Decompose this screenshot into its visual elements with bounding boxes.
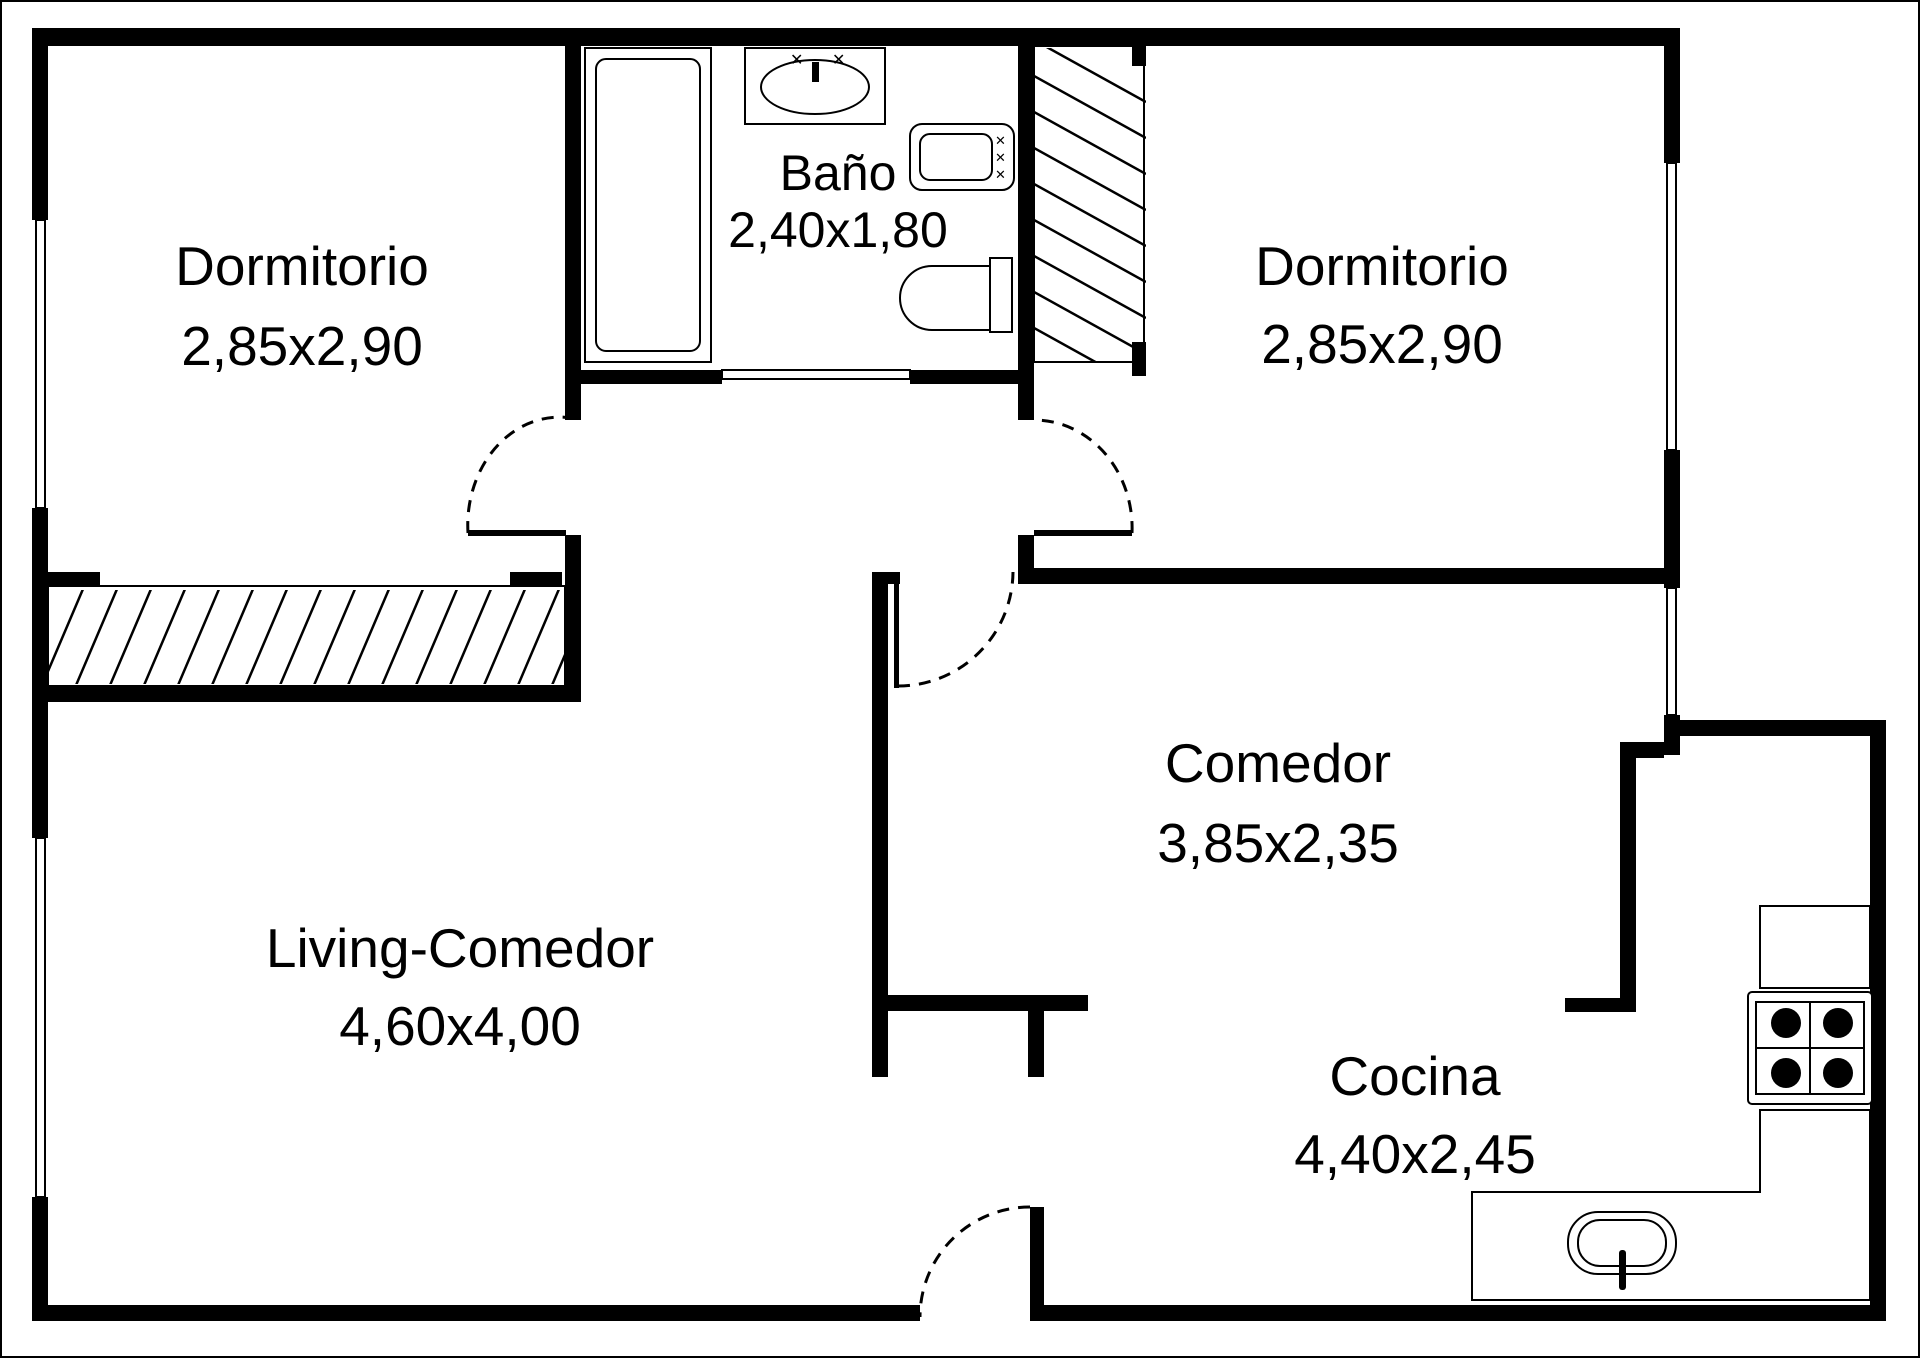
- svg-text:✕: ✕: [995, 168, 1006, 183]
- bathtub: [584, 47, 712, 363]
- room-name-dormitorio-left: Dormitorio: [175, 235, 429, 297]
- kitchen-sink: [1567, 1211, 1677, 1290]
- svg-text:✕: ✕: [995, 134, 1006, 149]
- svg-text:✕: ✕: [995, 151, 1006, 166]
- room-dims-cocina: 4,40x2,45: [1294, 1123, 1536, 1185]
- room-dims-comedor: 3,85x2,35: [1157, 812, 1399, 874]
- room-name-dormitorio-right: Dormitorio: [1255, 235, 1509, 297]
- room-dims-living-comedor: 4,60x4,00: [339, 995, 581, 1057]
- room-name-bano: Baño: [780, 145, 897, 201]
- svg-text:✕: ✕: [790, 50, 803, 69]
- room-dims-dormitorio-right: 2,85x2,90: [1261, 313, 1503, 375]
- windows: [35, 162, 1677, 1198]
- door-swings: [466, 415, 1134, 1318]
- bidet: ✕ ✕ ✕: [909, 123, 1015, 191]
- room-name-living-comedor: Living-Comedor: [266, 917, 654, 979]
- toilet: [898, 257, 1013, 333]
- walls: [32, 28, 1886, 1321]
- svg-text:✕: ✕: [832, 50, 845, 69]
- bathroom-sink: ✕ ✕: [744, 47, 886, 125]
- room-name-comedor: Comedor: [1165, 732, 1391, 794]
- closet-top-hatch: [1033, 45, 1146, 363]
- room-dims-dormitorio-left: 2,85x2,90: [181, 315, 423, 377]
- room-name-cocina: Cocina: [1329, 1045, 1501, 1107]
- closet-left-hatch: [47, 585, 566, 687]
- room-dims-bano: 2,40x1,80: [728, 202, 948, 258]
